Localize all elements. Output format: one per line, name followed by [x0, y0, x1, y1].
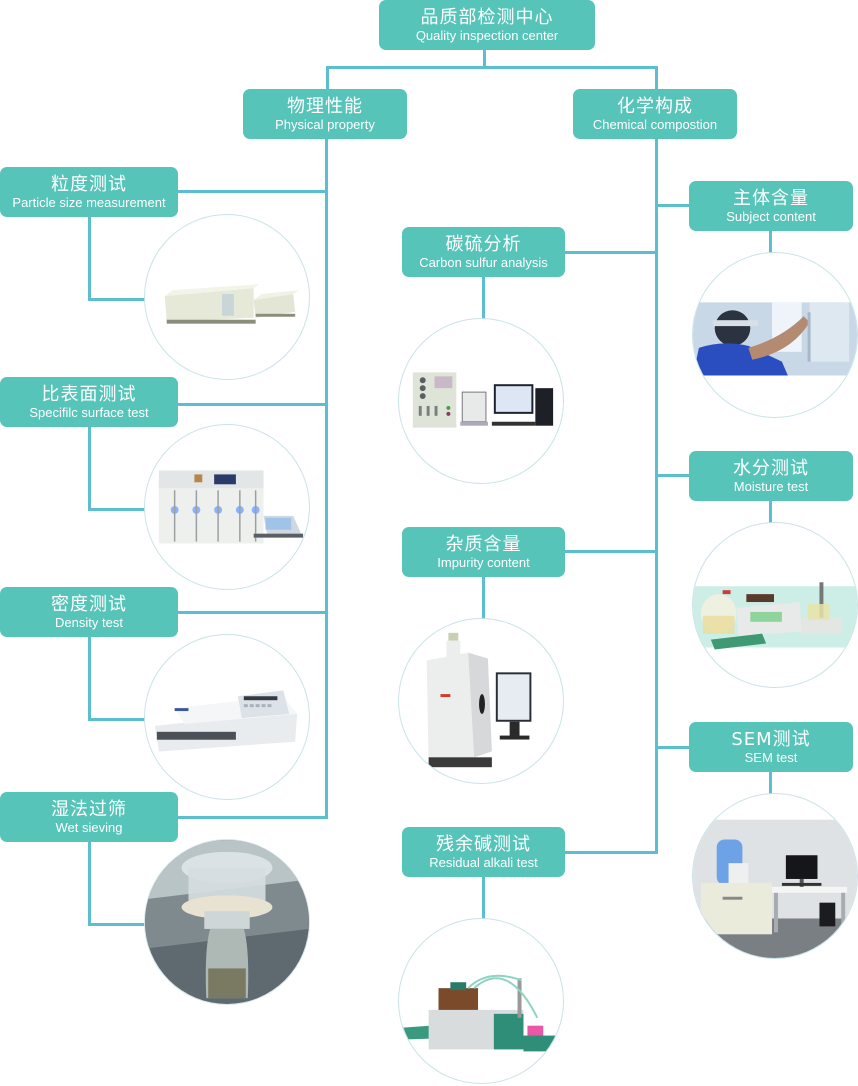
item-carbon-sulfur-en: Carbon sulfur analysis	[419, 254, 548, 270]
branch-chemical-zh: 化学构成	[617, 95, 693, 117]
icp-spectrometer-image	[398, 618, 564, 784]
titrator-image	[398, 918, 564, 1084]
item-subject-content-en: Subject content	[726, 208, 816, 224]
connector-density-image-h	[88, 718, 145, 721]
root-title-en: Quality inspection center	[415, 27, 559, 43]
branch-physical-zh: 物理性能	[287, 95, 363, 117]
item-residual-alkali: 残余碱测试 Residual alkali test	[402, 827, 565, 877]
item-particle-size-zh: 粒度测试	[51, 173, 127, 195]
connector-physical-to-particle	[178, 190, 328, 193]
item-wet-sieving: 湿法过筛 Wet sieving	[0, 792, 178, 842]
connector-physical-to-density	[178, 611, 328, 614]
branch-chemical-en: Chemical compostion	[592, 116, 718, 132]
connector-chemical-to-moisture	[655, 474, 690, 477]
item-subject-content-zh: 主体含量	[733, 187, 809, 209]
connector-sem-image	[769, 772, 772, 794]
connector-chemical-to-sem	[655, 746, 690, 749]
connector-particle-image	[88, 217, 91, 301]
item-residual-alkali-en: Residual alkali test	[429, 854, 538, 870]
connector-wetsieve-image	[88, 842, 91, 926]
connector-to-physical	[326, 66, 329, 90]
item-density: 密度测试 Density test	[0, 587, 178, 637]
connector-chemical-to-carbon	[565, 251, 658, 254]
item-moisture-en: Moisture test	[733, 478, 809, 494]
branch-physical-en: Physical property	[275, 116, 375, 132]
connector-impurity-image	[482, 577, 485, 619]
connector-surface-image	[88, 427, 91, 511]
connector-physical-spine	[325, 139, 328, 819]
item-sem-zh: SEM测试	[731, 728, 811, 750]
item-wet-sieving-zh: 湿法过筛	[51, 798, 127, 820]
item-carbon-sulfur: 碳硫分析 Carbon sulfur analysis	[402, 227, 565, 277]
connector-density-image	[88, 637, 91, 721]
item-specific-surface-en: Specifilc surface test	[29, 404, 149, 420]
root-node: 品质部检测中心 Quality inspection center	[379, 0, 595, 50]
connector-wetsieve-image-h	[88, 923, 145, 926]
item-specific-surface: 比表面测试 Specifilc surface test	[0, 377, 178, 427]
connector-chemical-to-alkali	[565, 851, 658, 854]
item-particle-size-en: Particle size measurement	[12, 194, 166, 210]
connector-to-chemical	[655, 66, 658, 90]
connector-surface-image-h	[88, 508, 145, 511]
item-sem: SEM测试 SEM test	[689, 722, 853, 772]
particle-size-analyzer-image	[144, 214, 310, 380]
connector-carbon-image	[482, 277, 485, 319]
connector-physical-to-surface	[178, 403, 328, 406]
item-impurity-en: Impurity content	[437, 554, 530, 570]
connector-particle-image-h	[88, 298, 145, 301]
item-specific-surface-zh: 比表面测试	[41, 383, 137, 405]
connector-root-down	[483, 50, 486, 67]
connector-subject-image	[769, 231, 772, 253]
lab-technician-photo	[692, 252, 858, 418]
item-moisture: 水分测试 Moisture test	[689, 451, 853, 501]
connector-physical-to-wetsieve	[178, 816, 328, 819]
connector-chemical-to-subject	[655, 204, 690, 207]
connector-chemical-spine	[655, 139, 658, 854]
branch-chemical-node: 化学构成 Chemical compostion	[573, 89, 737, 139]
item-carbon-sulfur-zh: 碳硫分析	[445, 233, 522, 255]
item-impurity-zh: 杂质含量	[445, 533, 522, 555]
wet-sieve-photo	[144, 839, 310, 1005]
item-density-zh: 密度测试	[51, 593, 127, 615]
item-particle-size: 粒度测试 Particle size measurement	[0, 167, 178, 217]
connector-moisture-image	[769, 501, 772, 523]
item-sem-en: SEM test	[744, 749, 798, 765]
item-residual-alkali-zh: 残余碱测试	[436, 833, 531, 855]
carbon-sulfur-analyzer-image	[398, 318, 564, 484]
connector-alkali-image	[482, 877, 485, 919]
connector-root-horizontal	[326, 66, 658, 69]
sem-microscope-image	[692, 793, 858, 959]
item-impurity: 杂质含量 Impurity content	[402, 527, 565, 577]
root-title-zh: 品质部检测中心	[420, 6, 554, 28]
branch-physical-node: 物理性能 Physical property	[243, 89, 407, 139]
connector-chemical-to-impurity	[565, 550, 658, 553]
item-moisture-zh: 水分测试	[733, 457, 809, 479]
density-tester-image	[144, 634, 310, 800]
moisture-titrator-image	[692, 522, 858, 688]
item-wet-sieving-en: Wet sieving	[55, 819, 123, 835]
surface-area-analyzer-image	[144, 424, 310, 590]
item-density-en: Density test	[55, 614, 123, 630]
item-subject-content: 主体含量 Subject content	[689, 181, 853, 231]
